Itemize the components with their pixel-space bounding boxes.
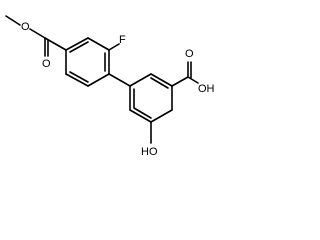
bond-ring1-inner-1 xyxy=(69,41,89,53)
bond-o-carbonyl xyxy=(29,28,46,39)
bond-methyl-o xyxy=(5,15,21,26)
structure-diagram: O O F O OH HO xyxy=(5,15,215,158)
bond-ring1-inner-3 xyxy=(69,71,89,83)
atom-label-acid-hydroxyl: OH xyxy=(198,83,215,95)
bond-ring2-inner-1 xyxy=(150,77,169,89)
bond-ring1-d xyxy=(87,73,110,87)
bond-ring-cooh xyxy=(171,76,189,87)
atom-label-ester-ether-o: O xyxy=(21,21,30,33)
bond-biaryl xyxy=(108,73,131,87)
atom-label-fluorine: F xyxy=(119,34,126,46)
bond-ring1-e xyxy=(65,73,89,87)
bond-acid-c-oh xyxy=(187,76,199,84)
bond-ring2-inner-2 xyxy=(133,107,152,119)
bond-ring2-e xyxy=(129,109,152,123)
bond-c-f xyxy=(108,43,120,51)
bond-ring2-d xyxy=(150,109,173,123)
bond-ring1-b xyxy=(87,37,110,51)
atom-label-ester-carbonyl-o: O xyxy=(42,58,51,70)
atom-label-acid-carbonyl-o: O xyxy=(185,48,194,60)
bond-ring2-b xyxy=(150,73,173,87)
bond-ring2-a xyxy=(129,73,152,87)
bond-ring1-a xyxy=(65,37,89,51)
atom-label-phenol-hydroxyl: HO xyxy=(141,146,158,158)
structure-canvas: O O F O OH HO xyxy=(5,15,215,158)
